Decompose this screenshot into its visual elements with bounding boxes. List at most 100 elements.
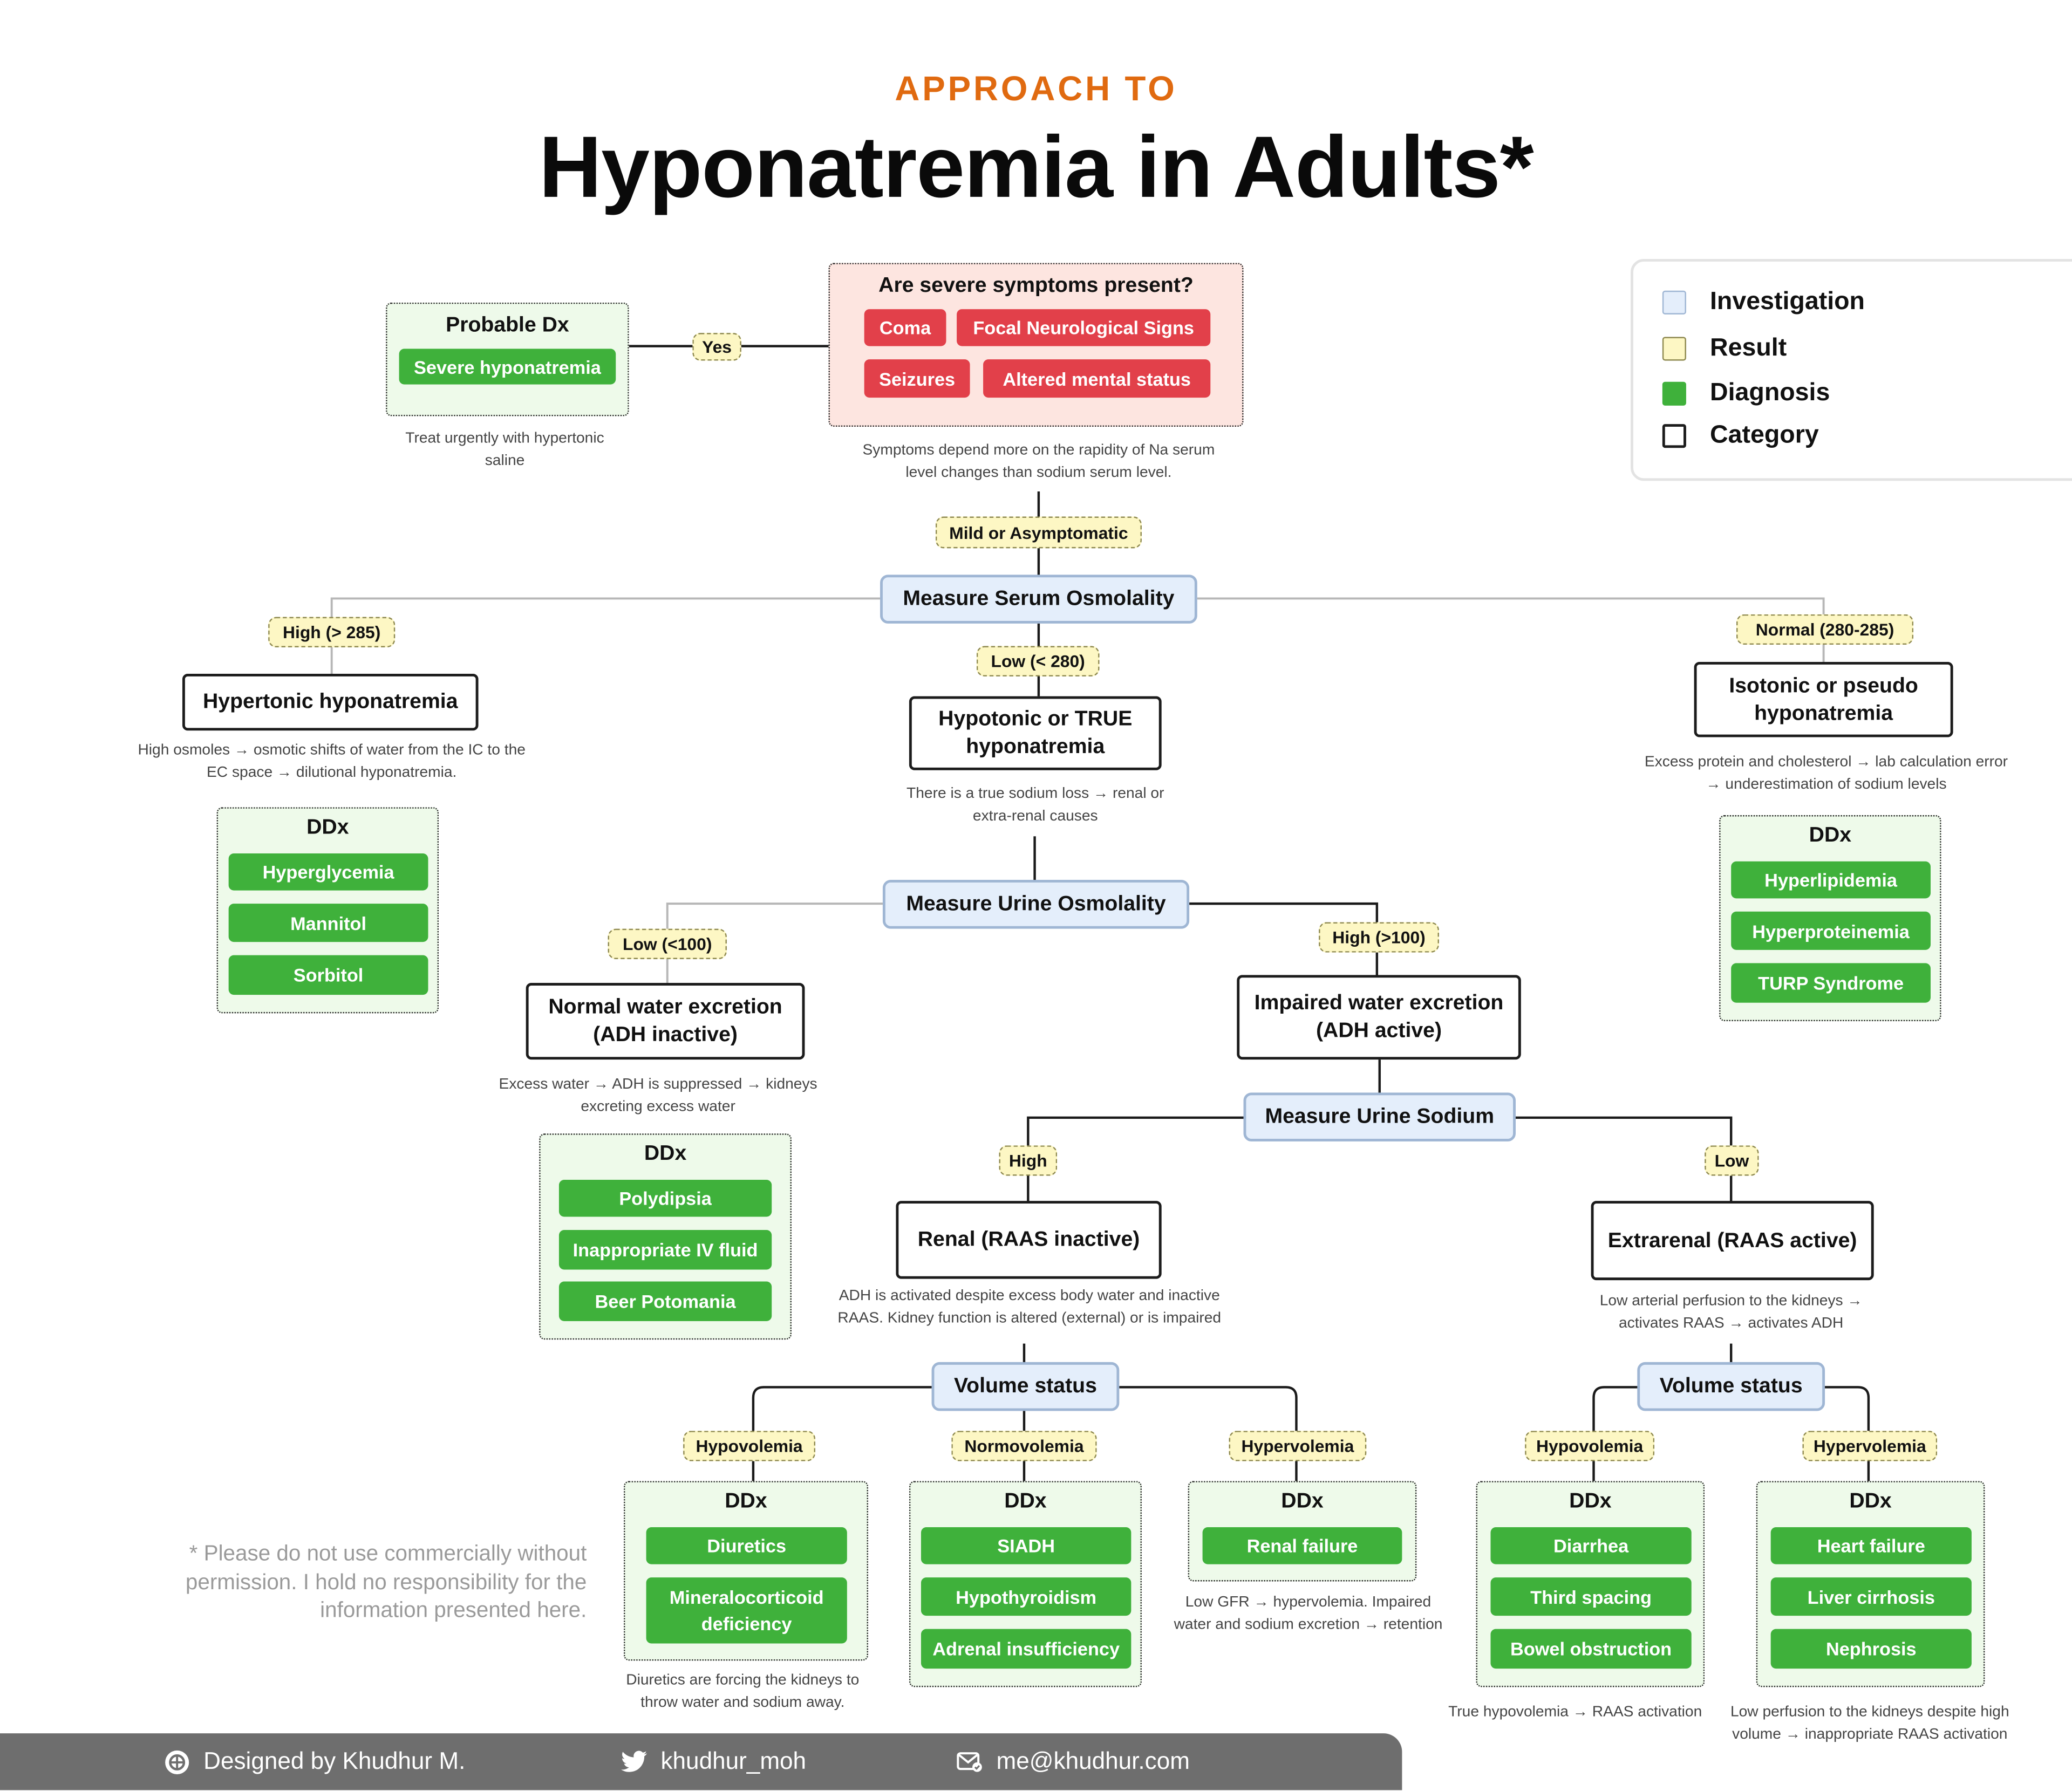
- severe-question: Are severe symptoms present?: [878, 275, 1194, 298]
- probable-dx-note: Treat urgently with hypertonic saline: [405, 430, 604, 469]
- dx-mineralocorticoid-deficiency: Mineralocorticoid deficiency: [646, 1577, 847, 1644]
- investigation-volume-status-extrarenal: Volume status: [1637, 1362, 1825, 1411]
- legend-swatch-result: [1662, 337, 1686, 361]
- symptom-chip-seizures: Seizures: [864, 359, 970, 398]
- result-renal-hypervolemia: Hypervolemia: [1229, 1431, 1367, 1461]
- result-renal-hypovolemia: Hypovolemia: [683, 1431, 816, 1461]
- result-renal-normovolemia: Normovolemia: [951, 1431, 1097, 1461]
- dx-renal-failure: Renal failure: [1202, 1527, 1402, 1564]
- footer-twitter-text: khudhur_moh: [660, 1748, 807, 1775]
- footer-email-text: me@khudhur.com: [996, 1748, 1190, 1775]
- result-extrarenal-hypervolemia: Hypervolemia: [1802, 1431, 1938, 1461]
- legend-swatch-investigation: [1662, 290, 1686, 315]
- dx-polydipsia: Polydipsia: [558, 1179, 772, 1217]
- dx-severe-hyponatremia: Severe hyponatremia: [399, 348, 616, 385]
- ddx-title: DDx: [1004, 1490, 1047, 1513]
- connector-volume-to-hyper: [1119, 1386, 1298, 1482]
- ddx-title: DDx: [1569, 1490, 1612, 1513]
- extrarenal-hypo-ddx-panel: DDx Diarrhea Third spacing Bowel obstruc…: [1476, 1481, 1705, 1687]
- extrarenal-hypo-note: True hypovolemia → RAAS activation: [1448, 1704, 1702, 1720]
- severe-symptoms-panel: Are severe symptoms present? Coma Focal …: [828, 263, 1244, 427]
- legend-label: Category: [1710, 421, 1819, 449]
- dx-bowel-obstruction: Bowel obstruction: [1490, 1629, 1692, 1669]
- legend-panel: Investigation Result Diagnosis Category: [1631, 259, 2072, 481]
- category-hypertonic: Hypertonic hyponatremia: [182, 673, 479, 731]
- investigation-serum-osmolality: Measure Serum Osmolality: [880, 575, 1197, 624]
- severe-note: Symptoms depend more on the rapidity of …: [862, 442, 1215, 481]
- extrarenal-hyper-note: Low perfusion to the kidneys despite hig…: [1730, 1704, 2009, 1743]
- footer-twitter[interactable]: khudhur_moh: [621, 1733, 806, 1790]
- symptom-chip-altered: Altered mental status: [983, 359, 1211, 398]
- ddx-title: DDx: [1281, 1490, 1324, 1513]
- ddx-title: DDx: [725, 1490, 767, 1513]
- investigation-urine-osmolality: Measure Urine Osmolality: [882, 880, 1190, 929]
- connector-serum-to-normal: [1197, 597, 1825, 664]
- dx-hypothyroidism: Hypothyroidism: [921, 1577, 1132, 1616]
- ddx-title: DDx: [644, 1143, 687, 1166]
- legend-label: Result: [1710, 334, 1787, 363]
- dx-diarrhea: Diarrhea: [1490, 1527, 1692, 1564]
- footer-bar: Designed by Khudhur M. khudhur_moh me@kh…: [0, 1733, 1402, 1790]
- legend-item-investigation: Investigation: [1662, 288, 1865, 317]
- probable-dx-title: Probable Dx: [446, 314, 569, 337]
- dx-mannitol: Mannitol: [228, 904, 428, 942]
- dx-diuretics: Diuretics: [646, 1527, 847, 1564]
- dx-sorbitol: Sorbitol: [228, 955, 428, 995]
- page-supertitle: APPROACH TO: [895, 69, 1177, 108]
- symptom-chip-coma: Coma: [864, 309, 946, 346]
- dx-third-spacing: Third spacing: [1490, 1577, 1692, 1616]
- footer-email[interactable]: me@khudhur.com: [957, 1733, 1190, 1790]
- ddx-title: DDx: [306, 816, 349, 839]
- result-mild: Mild or Asymptomatic: [935, 516, 1142, 549]
- connector-volume2-to-hypo: [1592, 1386, 1639, 1482]
- legend-item-result: Result: [1662, 334, 1787, 364]
- category-normal-water: Normal water excretion (ADH inactive): [526, 983, 805, 1060]
- result-low-urine: Low (<100): [608, 928, 727, 959]
- connector-volume-to-hypo: [752, 1386, 932, 1482]
- isotonic-note: Excess protein and cholesterol → lab cal…: [1644, 754, 2008, 793]
- legend-item-category: Category: [1662, 421, 1819, 450]
- dx-turp-syndrome: TURP Syndrome: [1731, 963, 1931, 1003]
- twitter-bird-icon: [621, 1751, 647, 1772]
- hypertonic-ddx-panel: DDx Hyperglycemia Mannitol Sorbitol: [216, 807, 439, 1014]
- legend-swatch-category: [1662, 424, 1686, 448]
- renal-hyper-ddx-panel: DDx Renal failure: [1188, 1481, 1417, 1582]
- category-extrarenal: Extrarenal (RAAS active): [1591, 1201, 1874, 1281]
- result-high-sodium: High: [999, 1145, 1058, 1176]
- legend-swatch-diagnosis: [1662, 381, 1686, 406]
- mail-icon: [957, 1752, 982, 1772]
- dx-hyperlipidemia: Hyperlipidemia: [1731, 861, 1931, 899]
- legend-item-diagnosis: Diagnosis: [1662, 379, 1830, 408]
- dx-beer-potomania: Beer Potomania: [558, 1281, 772, 1321]
- designer-logo-icon: [165, 1749, 189, 1774]
- dx-hyperglycemia: Hyperglycemia: [228, 853, 428, 891]
- dx-siadh: SIADH: [921, 1527, 1132, 1564]
- renal-hypo-ddx-panel: DDx Diuretics Mineralocorticoid deficien…: [623, 1481, 868, 1661]
- symptom-chip-focal: Focal Neurological Signs: [957, 309, 1211, 346]
- ddx-title: DDx: [1849, 1490, 1892, 1513]
- footer-designer: Designed by Khudhur M.: [164, 1733, 466, 1790]
- result-high-urine: High (>100): [1319, 922, 1439, 953]
- normal-water-ddx-panel: DDx Polydipsia Inappropriate IV fluid Be…: [539, 1133, 792, 1340]
- normal-water-note: Excess water → ADH is suppressed → kidne…: [499, 1076, 817, 1115]
- result-normal-serum: Normal (280-285): [1736, 614, 1914, 645]
- page-title: Hyponatremia in Adults*: [539, 117, 1534, 216]
- extrarenal-hyper-ddx-panel: DDx Heart failure Liver cirrhosis Nephro…: [1756, 1481, 1985, 1687]
- connector-urinena-to-extrarenal: [1516, 1116, 1733, 1202]
- category-isotonic: Isotonic or pseudo hyponatremia: [1694, 661, 1953, 737]
- category-impaired-water: Impaired water excretion (ADH active): [1237, 975, 1521, 1060]
- connector-urinena-to-renal: [1027, 1116, 1244, 1202]
- dx-adrenal-insufficiency: Adrenal insufficiency: [921, 1629, 1132, 1669]
- renal-hypo-note: Diuretics are forcing the kidneys to thr…: [626, 1672, 860, 1711]
- footer-designer-text: Designed by Khudhur M.: [203, 1748, 466, 1775]
- investigation-volume-status-renal: Volume status: [931, 1362, 1120, 1411]
- renal-normo-ddx-panel: DDx SIADH Hypothyroidism Adrenal insuffi…: [909, 1481, 1142, 1687]
- renal-note: ADH is activated despite excess body wat…: [837, 1288, 1222, 1327]
- connector-volume2-to-hyper: [1823, 1386, 1870, 1482]
- extrarenal-note: Low arterial perfusion to the kidneys → …: [1599, 1293, 1863, 1332]
- category-hypotonic: Hypotonic or TRUE hyponatremia: [909, 696, 1162, 770]
- result-low-sodium: Low: [1705, 1145, 1759, 1176]
- result-yes: Yes: [692, 333, 741, 361]
- hypotonic-note: There is a true sodium loss → renal or e…: [906, 786, 1164, 825]
